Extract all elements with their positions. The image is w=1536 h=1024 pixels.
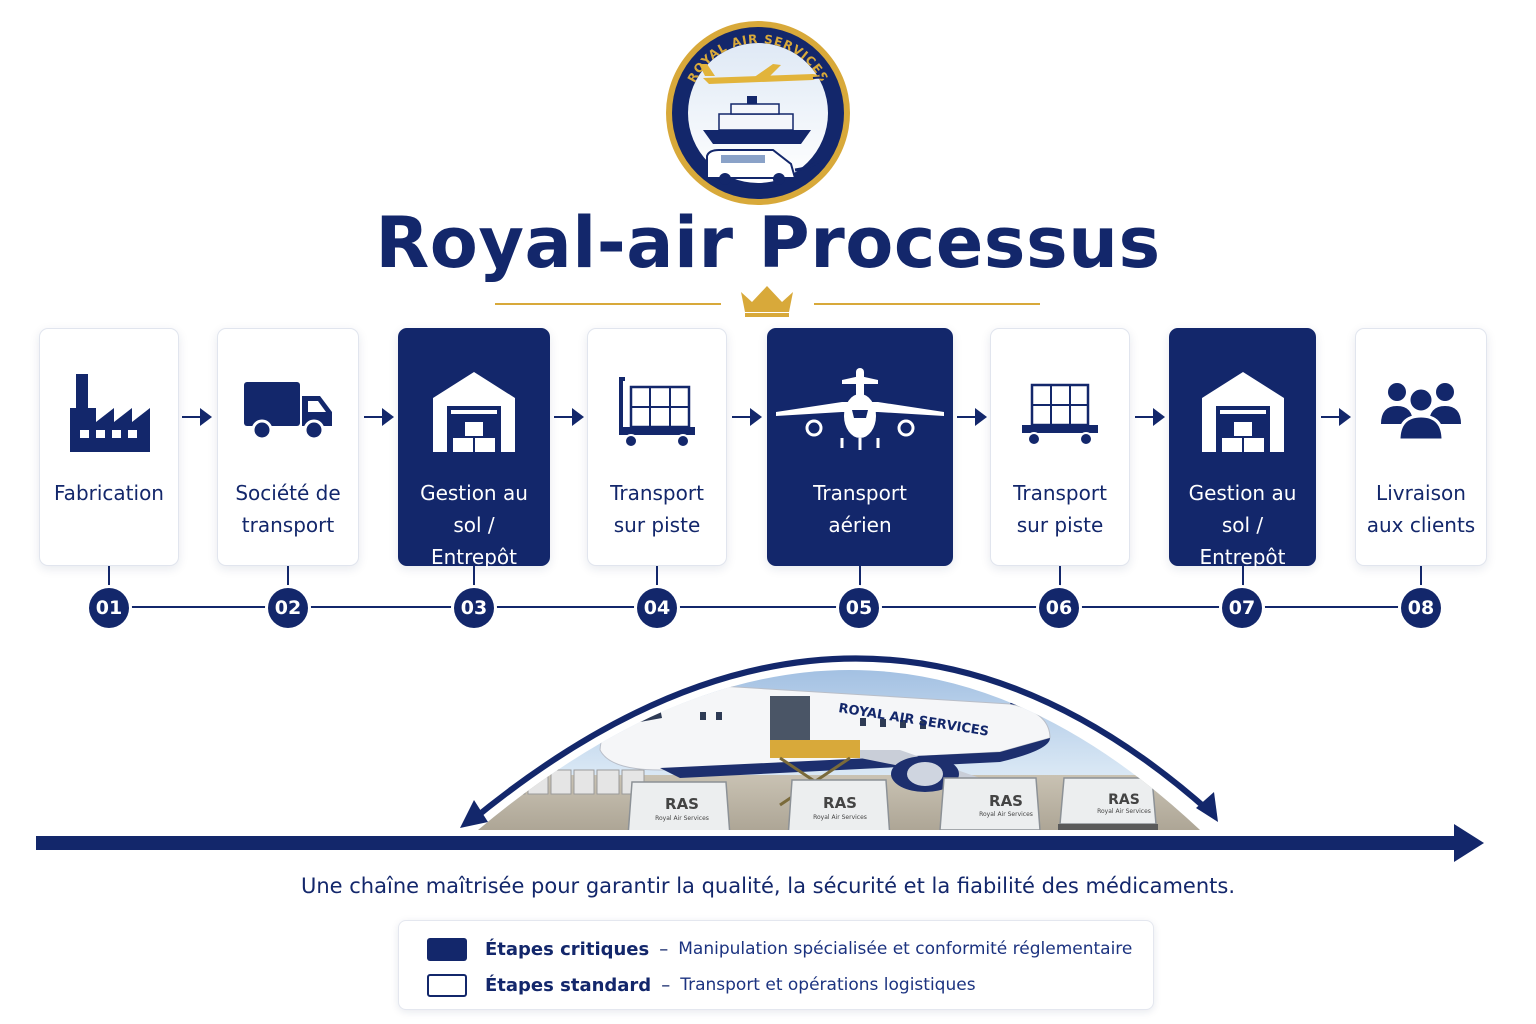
svg-text:Royal Air Services: Royal Air Services (655, 815, 709, 822)
ras-container: RAS Royal Air Services (1058, 777, 1158, 830)
svg-text:RAS: RAS (989, 792, 1023, 810)
royal-air-services-logo: ROYAL AIR SERVICES (666, 21, 850, 205)
timeline-tick (287, 566, 289, 590)
svg-text:RAS: RAS (823, 794, 857, 812)
warehouse-icon (433, 372, 515, 452)
ras-container: RAS Royal Air Services (787, 779, 891, 830)
legend-swatch-critical (427, 937, 467, 961)
legend-swatch-standard (427, 973, 467, 997)
cargo-dolly-icon (1022, 383, 1098, 446)
timeline-tick (108, 566, 110, 590)
legend-critical: Étapes critiques – Manipulation spéciali… (427, 936, 1132, 962)
title-divider (495, 286, 1040, 317)
step-label: Gestion au sol /Entrepôt (1188, 481, 1297, 569)
logo-plane-icon (699, 64, 834, 85)
step-number-badge: 07 (1222, 588, 1262, 628)
svg-text:Royal Air Services: Royal Air Services (1097, 808, 1151, 815)
step-card-gestion-au-sol-entrepot-2: Gestion au sol /Entrepôt (1169, 328, 1316, 569)
truck-icon (244, 382, 332, 441)
step-number-badge: 06 (1039, 588, 1079, 628)
step-number-badge: 08 (1401, 588, 1441, 628)
people-icon (1381, 383, 1461, 442)
timeline-tick (1242, 566, 1244, 590)
logo-van-icon (706, 145, 833, 185)
flow-arrow-icon (1321, 408, 1351, 426)
step-card-gestion-au-sol-entrepot: Gestion au sol /Entrepôt (398, 328, 550, 569)
svg-text:Royal Air Services: Royal Air Services (979, 811, 1033, 818)
crown-icon (741, 286, 793, 317)
tagline: Une chaîne maîtrisée pour garantir la qu… (300, 874, 1236, 898)
svg-text:RAS: RAS (1108, 792, 1140, 808)
flow-arrow-icon (182, 408, 212, 426)
step-number-badge: 03 (454, 588, 494, 628)
airplane-icon (776, 368, 944, 450)
legend: Étapes critiques – Manipulation spéciali… (398, 920, 1154, 1010)
flow-arrow-icon (364, 408, 394, 426)
step-number-badge: 02 (268, 588, 308, 628)
timeline-tick (656, 566, 658, 590)
flow-arrow-icon (957, 408, 987, 426)
warehouse-icon (1201, 372, 1284, 452)
flow-arrow-icon (554, 408, 584, 426)
timeline-tick (1420, 566, 1422, 590)
step-number-badge: 04 (637, 588, 677, 628)
ras-container: RAS Royal Air Services (627, 781, 731, 830)
step-label: Fabrication (54, 481, 164, 505)
flow-arrow-icon (1135, 408, 1165, 426)
ras-container: RAS Royal Air Services (939, 777, 1041, 830)
timeline-tick (859, 566, 861, 590)
step-label: Gestion au sol /Entrepôt (420, 481, 528, 569)
step-card-fabrication: Fabrication (39, 328, 179, 566)
legend-standard: Étapes standard – Transport et opération… (427, 972, 976, 998)
step-number-badge: 01 (89, 588, 129, 628)
page-title: Royal-air Processus (375, 202, 1161, 284)
svg-text:RAS: RAS (665, 795, 699, 813)
logo-ship-icon (703, 96, 811, 144)
timeline-tick (1059, 566, 1061, 590)
timeline-line (108, 606, 1422, 608)
timeline-tick (473, 566, 475, 590)
svg-text:Royal Air Services: Royal Air Services (813, 814, 867, 821)
factory-icon (70, 374, 150, 452)
flow-arrow-icon (732, 408, 762, 426)
cargo-dolly-icon (619, 377, 695, 448)
cargo-loading-scene: ROYAL AIR SERVICES RAS Royal Air Service… (36, 655, 1484, 862)
step-number-badge: 05 (839, 588, 879, 628)
